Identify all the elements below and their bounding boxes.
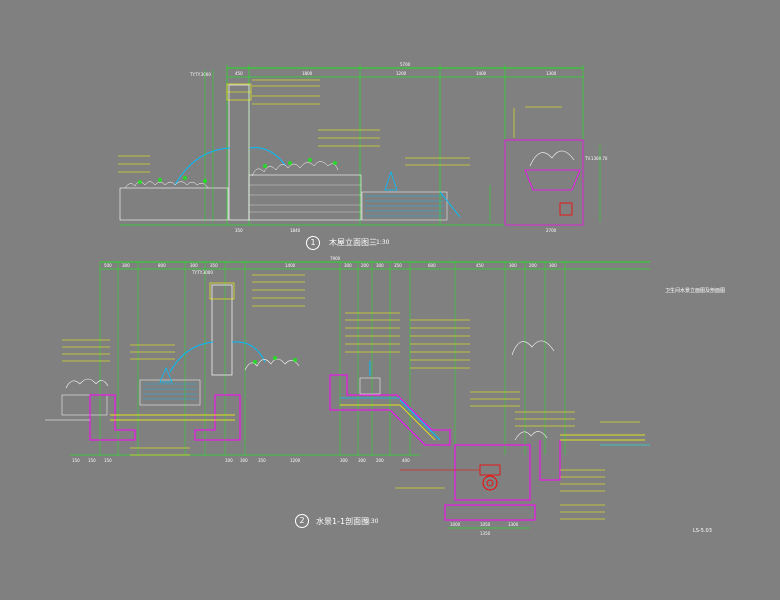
dim2-bottom-1: 150 <box>72 458 80 463</box>
dim2-top-15: 300 <box>549 263 557 268</box>
section-2-number: 2 <box>295 514 309 528</box>
dim2-bottom-9: 300 <box>358 458 366 463</box>
overall-dimension-1: 5700 <box>400 62 411 67</box>
dim2-pit-3: 1300 <box>508 522 519 527</box>
dim2-bottom-8: 300 <box>340 458 348 463</box>
dim-bottom-3: 2700 <box>546 228 557 233</box>
dim2-top-10: 350 <box>394 263 402 268</box>
dim-top-2: 1800 <box>302 71 313 76</box>
section-1-title: 木屋立面图三 <box>329 238 377 247</box>
section-2-title: 水景1-1剖面图 <box>316 517 370 526</box>
overall-dimension-2: 7900 <box>330 256 341 261</box>
section-2-scale: 1:30 <box>365 518 379 525</box>
dim2-bottom-2: 150 <box>88 458 96 463</box>
elevation-mark-1: TY.TY.3000 <box>189 72 211 77</box>
section-1-elevation: 5700 450 1800 1200 1400 1300 TY.TY.3000 … <box>118 62 608 233</box>
dim2-pit-1: 1000 <box>450 522 461 527</box>
dim2-pit-2: 1050 <box>480 522 491 527</box>
dim-top-5: 1300 <box>546 71 557 76</box>
dim2-bottom-3: 150 <box>104 458 112 463</box>
dim2-top-11: 600 <box>428 263 436 268</box>
dim2-bottom-7: 1200 <box>290 458 301 463</box>
dim2-top-8: 200 <box>361 263 369 268</box>
section-1-number: 1 <box>306 236 320 250</box>
dim2-top-2: 300 <box>122 263 130 268</box>
dim-bottom-1: 350 <box>235 228 243 233</box>
dim2-top-3: 800 <box>158 263 166 268</box>
dim2-top-1: 500 <box>104 263 112 268</box>
dim-top-1: 450 <box>235 71 243 76</box>
dim2-top-7: 300 <box>344 263 352 268</box>
dim2-top-13: 300 <box>509 263 517 268</box>
dim-top-3: 1200 <box>396 71 407 76</box>
dim2-pit-4: 1350 <box>480 531 491 536</box>
dim2-top-9: 300 <box>376 263 384 268</box>
dim-bottom-2: 1840 <box>290 228 301 233</box>
dim2-top-12: 450 <box>476 263 484 268</box>
dim2-bottom-11: 400 <box>402 458 410 463</box>
dim-top-4: 1400 <box>476 71 487 76</box>
sheet-number: LS-5.03 <box>693 528 712 534</box>
sheet-note: 卫生间水景立面图及剖面图 <box>665 288 726 294</box>
dim2-bottom-5: 300 <box>240 458 248 463</box>
dim2-bottom-6: 350 <box>258 458 266 463</box>
section-2-cross-section: 7900 500 300 800 300 350 1400 300 <box>45 256 650 536</box>
dim2-bottom-10: 200 <box>376 458 384 463</box>
elevation-mark-3: TY.TY.3000 <box>191 270 213 275</box>
dim2-top-5: 350 <box>210 263 218 268</box>
dim2-top-4: 300 <box>190 263 198 268</box>
dim2-top-6: 1400 <box>285 263 296 268</box>
dim2-bottom-4: 100 <box>225 458 233 463</box>
elevation-mark-2: TV.1300.70 <box>584 156 608 161</box>
section-1-scale: 1:30 <box>376 239 390 246</box>
dim2-top-14: 200 <box>529 263 537 268</box>
